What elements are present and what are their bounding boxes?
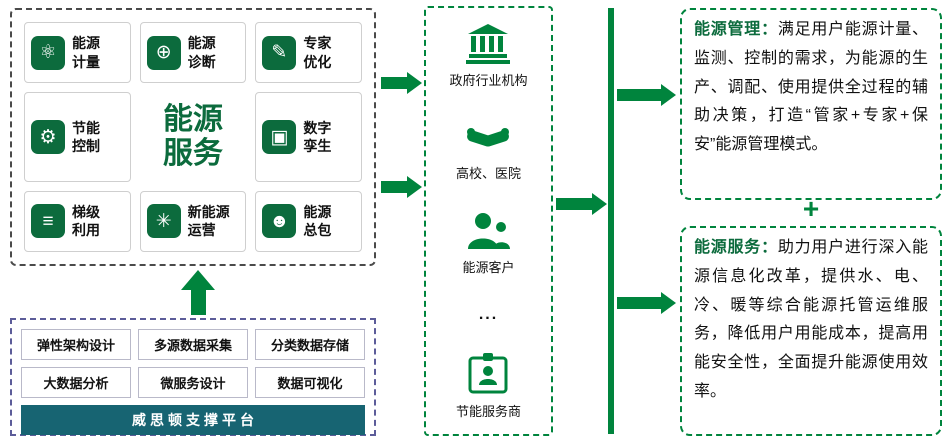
arrow-line-to-service: [617, 292, 676, 314]
windmill-icon: ✳: [146, 204, 181, 239]
service-item-label: 能源总包: [303, 204, 332, 239]
arrow-matrix-to-customers-bottom: [381, 176, 422, 198]
customers-icon: [466, 211, 511, 251]
service-provider-badge-icon: [468, 353, 508, 395]
platform-bar: 威思顿支撑平台: [21, 405, 365, 435]
globe-scan-icon: ⊕: [146, 35, 181, 70]
service-item-energy-saving-control: ⚙ 节能控制: [24, 92, 131, 182]
platform-tag: 弹性架构设计: [21, 329, 131, 360]
service-item-label: 新能源运营: [187, 204, 230, 239]
service-item-cascade-utilization: ≡ 梯级利用: [24, 190, 131, 252]
platform-tag: 数据可视化: [255, 367, 365, 398]
cascade-levels-icon: ≡: [31, 204, 65, 239]
customer-item-universities-hospitals: 高校、医院: [456, 119, 521, 182]
arrow-head: [181, 270, 215, 290]
service-item-new-energy-operation: ✳ 新能源运营: [139, 190, 247, 252]
energy-service-body: 助力用户进行深入能源信息化改革，提供水、电、冷、暖等综合能源托管运维服务，降低用…: [694, 239, 928, 400]
energy-service-panel: 能源服务：助力用户进行深入能源信息化改革，提供水、电、冷、暖等综合能源托管运维服…: [680, 226, 942, 436]
customer-item-energy-customers: 能源客户: [462, 211, 515, 276]
service-item-energy-metering: ⚛ 能源计量: [24, 22, 131, 84]
platform-tag: 多源数据采集: [138, 329, 248, 360]
energy-management-title: 能源管理：: [694, 21, 778, 38]
service-item-label: 能源计量: [72, 35, 100, 70]
platform-panel: 弹性架构设计 多源数据采集 分类数据存储 大数据分析 微服务设计 数据可视化 威…: [10, 318, 376, 436]
distribution-line: [608, 8, 614, 434]
energy-management-body: 满足用户能源计量、监测、控制的需求，为能源的生产、调配、使用提供全过程的辅助决策…: [694, 21, 928, 154]
arrow-line-to-management: [617, 84, 676, 106]
service-item-label: 数字孪生: [303, 119, 332, 154]
platform-tag: 微服务设计: [138, 367, 248, 398]
energy-service-matrix-panel: ⚛ 能源计量 ⊕ 能源诊断 ✎ 专家优化 ⚙ 节能控制 能源 服务 ▣ 数字孪生…: [10, 8, 376, 266]
platform-tags: 弹性架构设计 多源数据采集 分类数据存储 大数据分析 微服务设计 数据可视化: [21, 329, 365, 398]
energy-service-title: 能源 服务: [139, 92, 247, 182]
service-item-energy-epc: ☻ 能源总包: [255, 190, 362, 252]
customer-label: 节能服务商: [455, 404, 521, 419]
service-item-digital-twin: ▣ 数字孪生: [255, 92, 362, 182]
control-gear-icon: ⚙: [31, 120, 65, 154]
customer-label: 高校、医院: [455, 165, 521, 181]
government-building-icon: [466, 24, 511, 64]
service-item-label: 节能控制: [72, 119, 100, 154]
handshake-icon: [465, 119, 511, 157]
atom-icon: ⚛: [31, 35, 65, 70]
expert-desk-icon: ✎: [262, 35, 297, 70]
platform-tag: 分类数据存储: [255, 329, 365, 360]
up-arrow: [176, 270, 220, 315]
platform-tag: 大数据分析: [21, 367, 131, 398]
arrow-shaft: [190, 290, 206, 315]
service-item-label: 梯级利用: [72, 204, 100, 239]
customers-panel: 政府行业机构 高校、医院 能源客户: [424, 6, 553, 436]
customer-item-service-providers: 节能服务商: [456, 353, 521, 420]
energy-management-panel: 能源管理：满足用户能源计量、监测、控制的需求，为能源的生产、调配、使用提供全过程…: [680, 8, 942, 200]
plus-sign: +: [802, 193, 820, 224]
ellipsis: ...: [478, 305, 499, 323]
service-item-label: 专家优化: [303, 35, 332, 70]
customer-label: 政府行业机构: [449, 73, 528, 88]
service-item-expert-optimization: ✎ 专家优化: [255, 22, 362, 84]
arrow-customers-to-line: [556, 193, 607, 215]
service-item-label: 能源诊断: [187, 35, 216, 70]
service-item-energy-diagnosis: ⊕ 能源诊断: [139, 22, 247, 84]
customer-label: 能源客户: [462, 260, 515, 275]
customer-item-government: 政府行业机构: [449, 24, 528, 89]
arrow-matrix-to-customers-top: [381, 72, 422, 94]
twin-screens-icon: ▣: [262, 120, 297, 154]
person-icon: ☻: [262, 204, 297, 239]
energy-service-title: 能源服务：: [694, 239, 778, 256]
